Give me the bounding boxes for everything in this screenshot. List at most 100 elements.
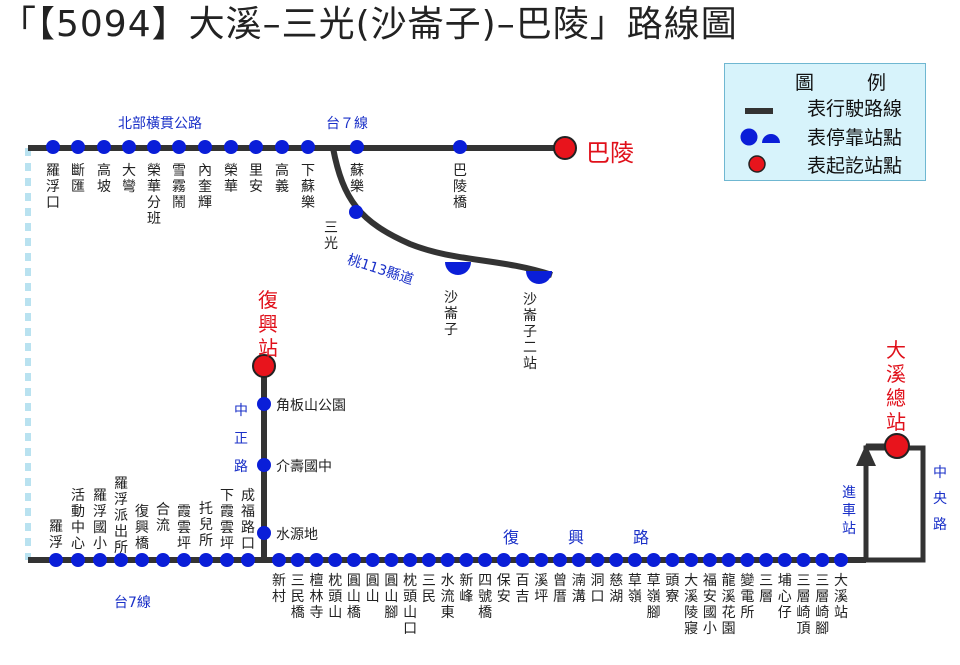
stop-龍溪花園 [721, 553, 736, 567]
stop-草嶺腳 [646, 553, 661, 567]
stop-洞口 [590, 553, 605, 567]
stop-枕頭山口 [403, 553, 418, 567]
legend-stop-label: 表停靠站點 [807, 127, 903, 149]
stop-label-下霞雲坪: 下霞雲坪 [220, 488, 234, 552]
stops-layer [46, 140, 848, 567]
road-label-tai7-top: 台７線 [326, 116, 368, 132]
daxi-loop-line [863, 445, 926, 563]
stop-三層 [759, 553, 774, 567]
stop-介壽國中 [257, 458, 271, 472]
road-label-jinche-3: 站 [842, 521, 856, 537]
stop-label-慈湖: 慈湖 [609, 573, 624, 605]
stop-埔心仔 [777, 553, 792, 567]
legend-line-label: 表行駛路線 [807, 98, 903, 120]
terminal-fuxing [252, 354, 276, 378]
stop-label-巴陵橋: 巴陵橋 [453, 163, 467, 211]
legend-header-left: 圖 [795, 72, 815, 94]
road-label-fuxing-3: 路 [633, 528, 650, 547]
road-label-zhongzheng-1: 中 [234, 403, 248, 419]
stop-羅浮 [49, 553, 63, 567]
stop-label-洞口: 洞口 [590, 573, 605, 605]
stop-里安 [249, 140, 263, 154]
stop-枕頭山 [328, 553, 343, 567]
stop-草嶺 [627, 553, 642, 567]
stop-高義 [275, 140, 289, 154]
stop-蘇樂 [350, 140, 364, 154]
stop-label-榮華分班: 榮華分班 [147, 163, 161, 227]
stop-label-角板山公園: 角板山公園 [276, 398, 346, 414]
stop-百吉 [515, 553, 530, 567]
road-label-fuxing-2: 興 [568, 528, 585, 547]
page-title: 「【5094】大溪–三光(沙崙子)–巴陵」路線圖 [0, 4, 738, 45]
legend-terminal-icon [748, 155, 766, 173]
legend-header-right: 例 [867, 72, 887, 94]
stop-label-三層崎頂: 三層崎頂 [796, 573, 811, 637]
road-label-zhongzheng-3: 路 [234, 459, 248, 475]
stop-內奎輝 [198, 140, 212, 154]
stop-高坡 [97, 140, 111, 154]
stop-label-復興橋: 復興橋 [135, 504, 149, 552]
legend-symbols [740, 108, 780, 173]
road-label-zhongyang-3: 路 [933, 517, 947, 533]
stop-label-頭寮: 頭寮 [665, 573, 680, 605]
stop-label-成福路口: 成福路口 [241, 488, 255, 552]
stop-label-水源地: 水源地 [276, 527, 318, 543]
stop-三民 [421, 553, 436, 567]
stop-label-福安國小: 福安國小 [702, 573, 717, 637]
stop-label-保安: 保安 [496, 573, 511, 605]
stop-慈湖 [609, 553, 624, 567]
legend-terminal-label: 表起訖站點 [807, 155, 903, 177]
stop-檀林寺 [309, 553, 324, 567]
stop-label-內奎輝: 內奎輝 [198, 163, 212, 211]
stop-label-湳溝: 湳溝 [571, 573, 586, 605]
stop-label-枕頭山口: 枕頭山口 [403, 573, 418, 637]
stop-label-大溪站: 大溪站 [834, 573, 848, 621]
stop-復興橋 [135, 553, 149, 567]
stop-沙崙子 [445, 262, 471, 275]
terminal-daxi [884, 433, 910, 459]
stop-label-羅浮派出所: 羅浮派出所 [114, 476, 128, 556]
stop-label-三層: 三層 [759, 573, 774, 605]
stop-label-高義: 高義 [275, 163, 289, 195]
road-label-jinche-1: 進 [842, 485, 856, 501]
terminal-label-baling: 巴陵 [586, 139, 634, 167]
terminal-label-fuxing: 復興站 [258, 288, 278, 360]
stop-下蘇樂 [301, 140, 315, 154]
stop-羅浮國小 [93, 553, 107, 567]
branch-route-line [330, 147, 553, 278]
stop-托兒所 [199, 553, 213, 567]
stop-label-下蘇樂: 下蘇樂 [301, 163, 315, 211]
stop-變電所 [740, 553, 755, 567]
stop-湳溝 [571, 553, 586, 567]
entry-arrow-icon [856, 444, 876, 466]
stop-label-沙崙子二站: 沙崙子二站 [523, 292, 537, 372]
stop-羅浮派出所 [114, 553, 128, 567]
stop-新峰 [459, 553, 474, 567]
stop-三層崎頂 [796, 553, 811, 567]
stop-成福路口 [241, 553, 255, 567]
stop-label-大彎: 大彎 [122, 163, 136, 195]
stop-label-龍溪花園: 龍溪花園 [721, 573, 736, 637]
stop-合流 [156, 553, 170, 567]
stop-label-合流: 合流 [156, 502, 170, 534]
legend-stop-circle-icon [740, 128, 758, 146]
stop-label-埔心仔: 埔心仔 [777, 573, 792, 621]
stop-雪霧鬧 [172, 140, 186, 154]
stop-label-三民: 三民 [421, 573, 436, 605]
road-label-zhongyang-2: 央 [933, 491, 947, 507]
stop-label-霞雲坪: 霞雲坪 [177, 504, 191, 552]
stop-霞雲坪 [177, 553, 191, 567]
stop-label-活動中心: 活動中心 [71, 488, 85, 552]
stop-label-圓山: 圓山 [365, 573, 380, 605]
stop-活動中心 [71, 553, 85, 567]
stop-label-溪坪: 溪坪 [534, 573, 549, 605]
stop-label-曾厝: 曾厝 [553, 573, 567, 605]
road-label-north-highway: 北部橫貫公路 [118, 116, 202, 132]
terminal-layer [252, 136, 910, 459]
stop-label-四號橋: 四號橋 [478, 573, 493, 621]
stop-label-蘇樂: 蘇樂 [350, 163, 364, 195]
stop-label-草嶺: 草嶺 [627, 573, 642, 605]
stop-保安 [496, 553, 511, 567]
